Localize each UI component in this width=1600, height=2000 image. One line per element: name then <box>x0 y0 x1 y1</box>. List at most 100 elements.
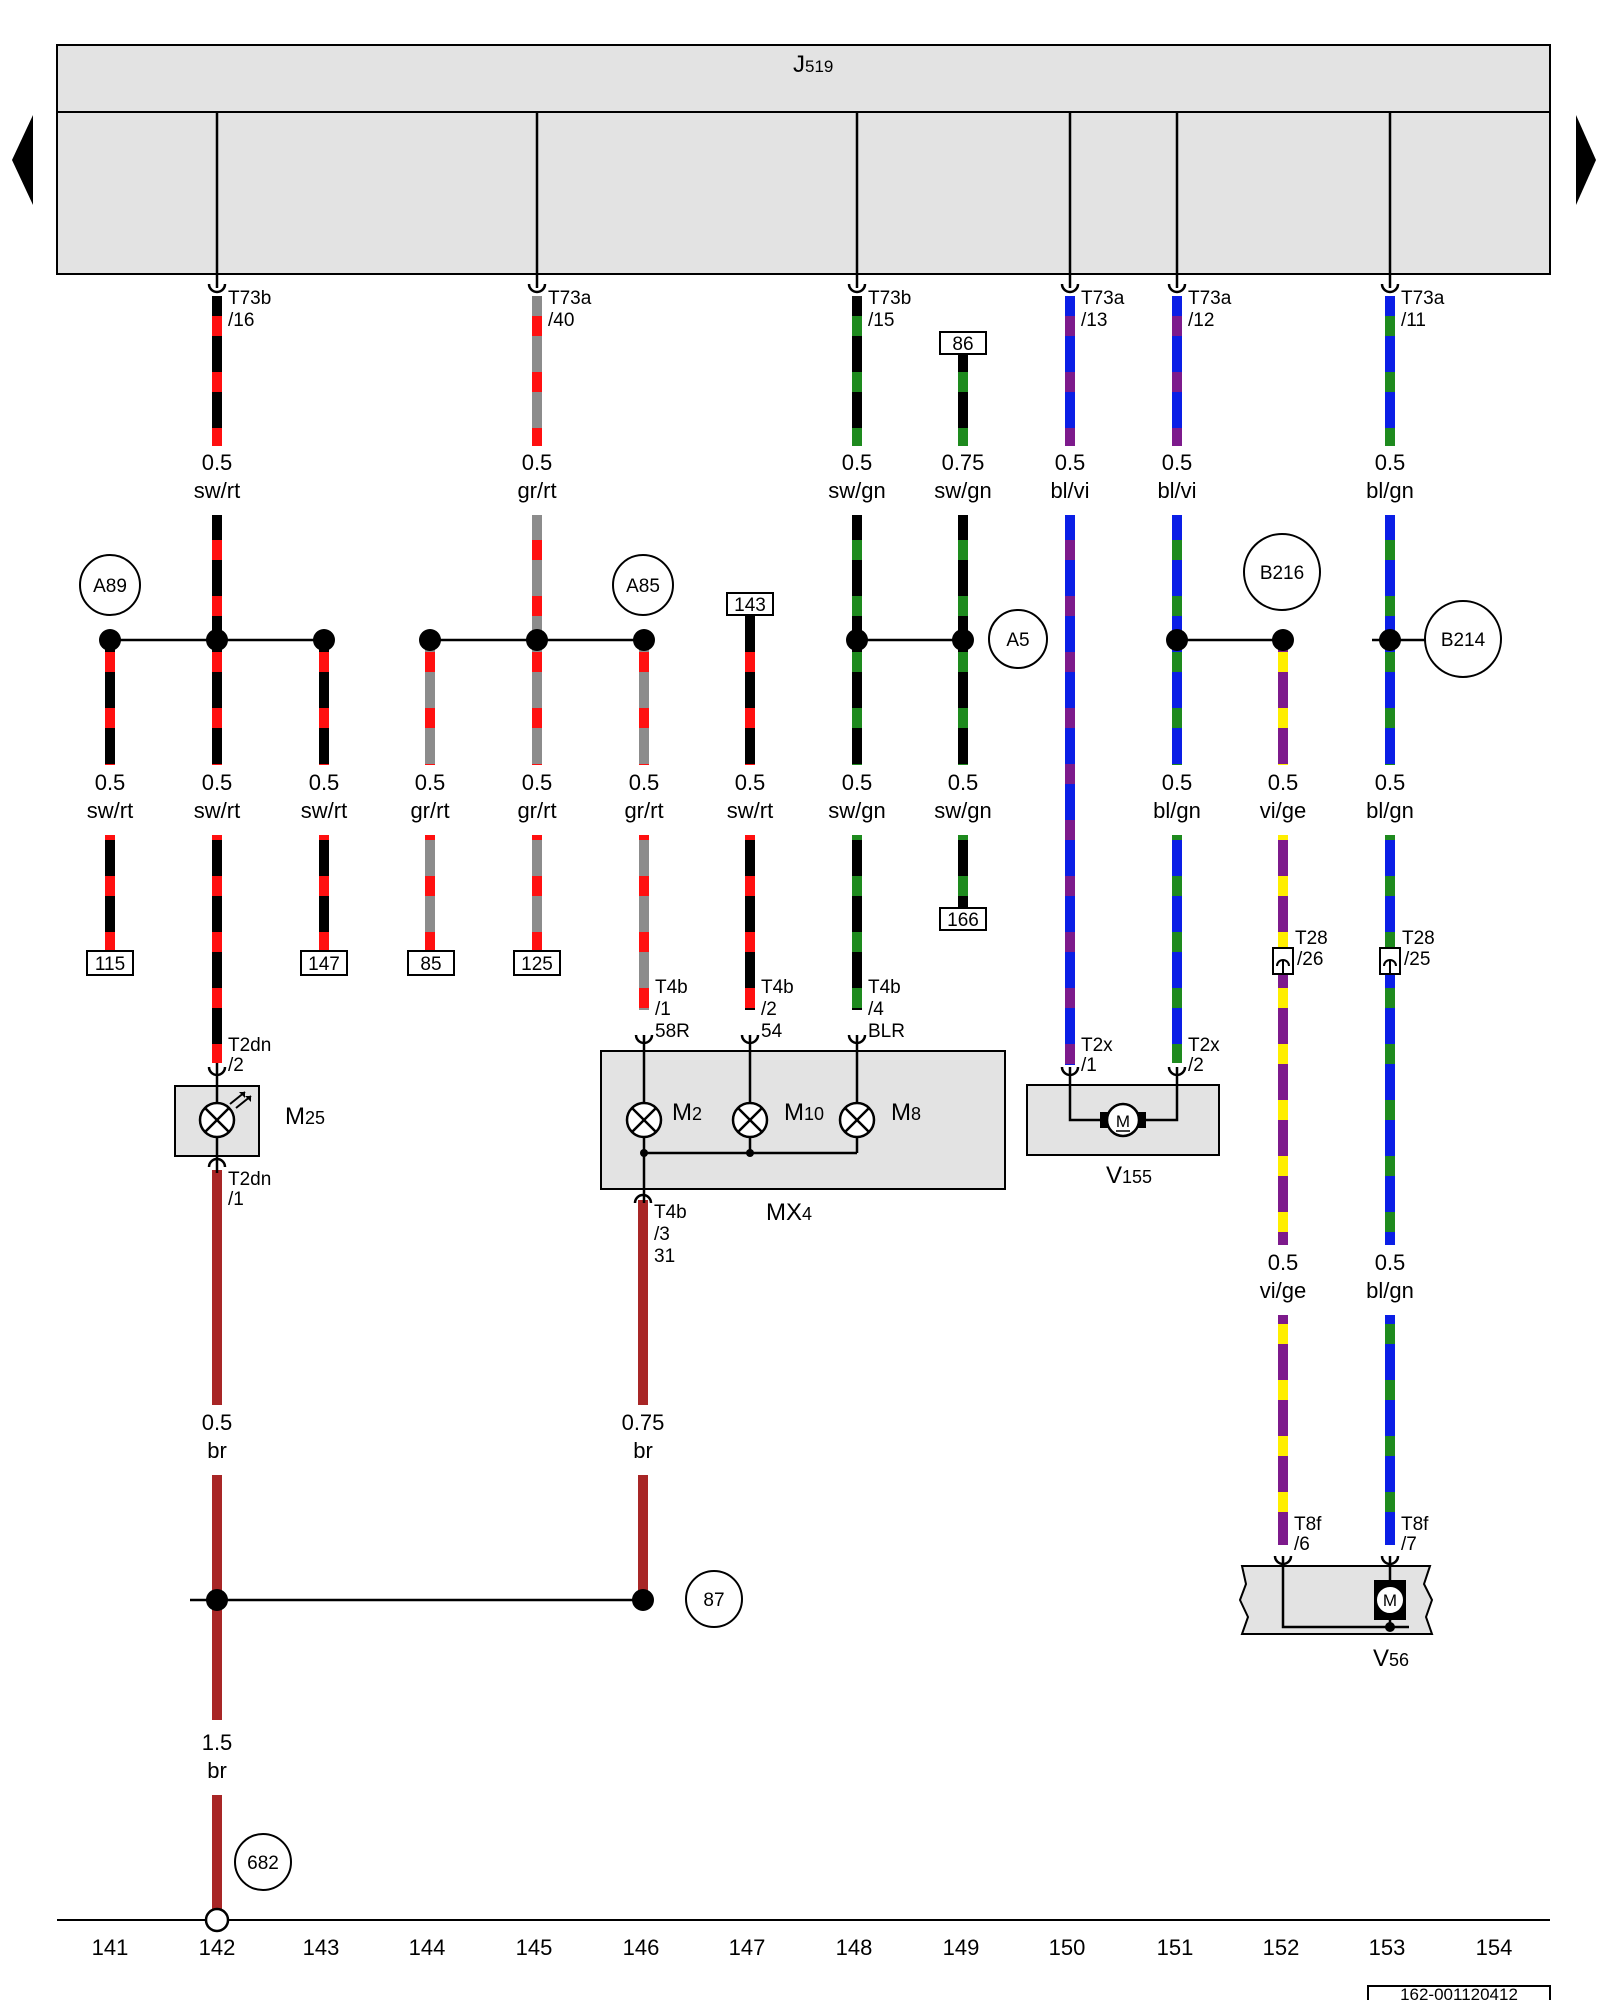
grid-number: 153 <box>1369 1935 1406 1960</box>
wire-segment <box>1065 296 1075 446</box>
grid-number: 141 <box>92 1935 129 1960</box>
connector-label: T73b/15 <box>868 288 911 331</box>
ref-label: 147 <box>308 954 340 975</box>
wire-segment <box>958 835 968 910</box>
grid-number: 145 <box>516 1935 553 1960</box>
component-mx4: M2 M10 M8 MX4 <box>600 1034 1006 1226</box>
connector-label: T73b/16 <box>228 288 271 331</box>
wire-color: sw/gn <box>828 478 885 503</box>
wire-gauge: 0.5 <box>1375 770 1406 795</box>
wire-color: sw/rt <box>727 798 773 823</box>
wire-gauge: 0.5 <box>629 770 660 795</box>
grid-number: 149 <box>943 1935 980 1960</box>
wire-color: sw/rt <box>194 478 240 503</box>
ref-label: A85 <box>626 576 660 597</box>
wire-gauge: 0.5 <box>202 450 233 475</box>
wire-gauge: 0.5 <box>1375 450 1406 475</box>
component-label: M2 <box>672 1099 702 1126</box>
component-v56: M V56 <box>1238 1555 1434 1672</box>
wire-segment <box>639 640 649 765</box>
wire-segment <box>638 1200 648 1405</box>
component-label: M25 <box>285 1103 325 1130</box>
page-previous-arrow[interactable] <box>12 115 33 205</box>
wire-gauge: 0.5 <box>202 1410 233 1435</box>
grid-number: 144 <box>409 1935 446 1960</box>
connector-label: T73a/13 <box>1081 288 1125 331</box>
connector-label: T73a/11 <box>1401 288 1445 331</box>
connector-label: T2dn/2 <box>228 1035 271 1076</box>
ref-label: 115 <box>95 954 125 975</box>
wire-color: br <box>207 1438 227 1463</box>
wire-gauge: 0.5 <box>1162 450 1193 475</box>
wire-segment <box>1278 640 1288 765</box>
wire-segment <box>212 1795 222 1910</box>
ref-label: B214 <box>1441 630 1486 651</box>
motor-icon <box>1105 1102 1141 1138</box>
wire-color: gr/rt <box>517 478 556 503</box>
grid-number: 147 <box>729 1935 766 1960</box>
wire-gauge: 0.5 <box>309 770 340 795</box>
wire-gauge: 0.5 <box>522 450 553 475</box>
wire-color: sw/gn <box>934 478 991 503</box>
motor-icon <box>1375 1585 1405 1615</box>
connector-terminals-top <box>207 283 1400 294</box>
connector-label: T28/25 <box>1402 928 1435 970</box>
wire-color: vi/ge <box>1260 798 1306 823</box>
ref-label: 87 <box>703 1590 724 1611</box>
j519-internal-lines <box>215 112 1392 288</box>
ref-label: 125 <box>521 954 553 975</box>
wire-color: bl/gn <box>1366 478 1414 503</box>
wire-segment <box>639 835 649 1010</box>
j519-label: J519 <box>793 51 833 78</box>
wire-color: br <box>207 1758 227 1783</box>
ref-label: A89 <box>93 576 127 597</box>
wire-gauge: 0.5 <box>735 770 766 795</box>
drawing-code-box <box>1367 1985 1551 2000</box>
component-label: V155 <box>1106 1162 1152 1189</box>
wire-gauge: 0.5 <box>1162 770 1193 795</box>
wire-segment <box>212 1170 222 1405</box>
boxed-reference-labels: 86 143 115 147 85 125 166 <box>95 334 979 975</box>
wire-gauge: 0.5 <box>95 770 126 795</box>
wire-segment <box>1385 296 1395 446</box>
wire-color: sw/rt <box>301 798 347 823</box>
wire-segment <box>1385 835 1395 1245</box>
j519-header <box>56 44 1551 113</box>
ref-label: 682 <box>247 1853 279 1874</box>
wire-gauge: 0.75 <box>622 1410 665 1435</box>
wire-color: bl/gn <box>1153 798 1201 823</box>
connector-labels-top: T73b/16 T73a/40 T73b/15 T73a/13 T73a/12 … <box>228 288 1445 331</box>
wire-color: sw/rt <box>87 798 133 823</box>
wire-segment <box>319 640 329 765</box>
wire-color: gr/rt <box>410 798 449 823</box>
ref-label: 86 <box>952 334 973 355</box>
circled-references <box>79 533 1502 1891</box>
wire-gauge: 0.5 <box>415 770 446 795</box>
inline-connectors <box>1272 947 1401 975</box>
wire-gauge: 0.5 <box>1268 770 1299 795</box>
connector-label: T2x/2 <box>1188 1035 1220 1076</box>
ref-label: 85 <box>420 954 441 975</box>
grid-numbers: 141 142 143 144 145 146 147 148 149 150 … <box>92 1935 1513 1960</box>
wire-segment <box>105 640 115 765</box>
page-next-arrow[interactable] <box>1576 115 1596 205</box>
grid-number: 152 <box>1263 1935 1300 1960</box>
wire-segment <box>425 835 435 955</box>
ref-label: 143 <box>734 595 766 616</box>
boxed-references <box>86 331 987 976</box>
component-v155: M V155 <box>1026 1066 1220 1189</box>
wire-segment <box>745 835 755 1010</box>
wire-gauge: 0.75 <box>942 450 985 475</box>
j519-body <box>56 111 1551 275</box>
wire-gauge: 0.5 <box>842 770 873 795</box>
wire-segment <box>212 835 222 1063</box>
wire-color: sw/gn <box>828 798 885 823</box>
splice-dots <box>99 629 1401 1611</box>
connector-label: T8f/6 <box>1294 1514 1322 1555</box>
wire-segment <box>958 354 968 446</box>
component-label: M8 <box>891 1099 921 1126</box>
wire-segment <box>319 835 329 955</box>
